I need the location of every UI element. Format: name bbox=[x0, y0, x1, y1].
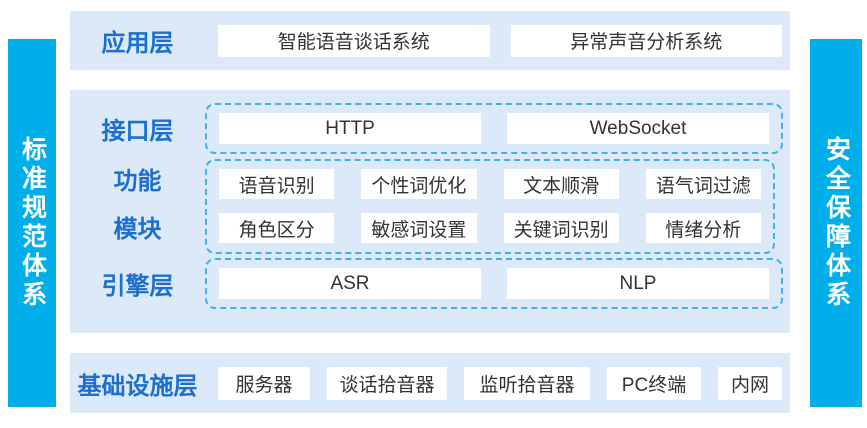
application-system-box: 异常声音分析系统 bbox=[510, 24, 782, 57]
infrastructure-item-box: 内网 bbox=[718, 366, 782, 400]
engine-layer-group: 引擎层 ASR NLP bbox=[70, 258, 790, 309]
function-module-box: 敏感词设置 bbox=[361, 213, 477, 243]
application-layer-items: 智能语音谈话系统 异常声音分析系统 bbox=[205, 24, 782, 57]
infrastructure-layer-panel: 基础设施层 服务器 谈话拾音器 监听拾音器 PC终端 内网 bbox=[70, 353, 790, 413]
infrastructure-item-box: 谈话拾音器 bbox=[327, 366, 447, 400]
interface-layer-dashed-box: HTTP WebSocket bbox=[205, 103, 783, 154]
infrastructure-layer-label: 基础设施层 bbox=[77, 372, 198, 400]
engine-layer-label-col: 引擎层 bbox=[70, 258, 205, 309]
standards-pillar-label: 标准规范体系 bbox=[18, 136, 47, 310]
application-layer-label: 应用层 bbox=[101, 30, 174, 57]
standards-pillar: 标准规范体系 bbox=[8, 39, 56, 407]
engine-item-box: NLP bbox=[507, 268, 769, 299]
security-pillar: 安全保障体系 bbox=[810, 39, 862, 407]
infrastructure-item-box: 监听拾音器 bbox=[464, 366, 590, 400]
interface-layer-group: 接口层 HTTP WebSocket bbox=[70, 103, 790, 154]
function-modules-label-col: 功能 模块 bbox=[70, 159, 205, 254]
interface-layer-label-col: 接口层 bbox=[70, 103, 205, 154]
engine-layer-dashed-box: ASR NLP bbox=[205, 258, 783, 309]
function-modules-dashed-box: 语音识别 个性词优化 文本顺滑 语气词过滤 角色区分 敏感词设置 关键词识别 情… bbox=[205, 159, 775, 254]
function-modules-label-line2: 模块 bbox=[113, 216, 162, 243]
application-system-box: 智能语音谈话系统 bbox=[218, 24, 490, 57]
engine-item-box: ASR bbox=[219, 268, 481, 299]
engine-layer-label: 引擎层 bbox=[101, 273, 174, 300]
interface-item-box: WebSocket bbox=[507, 113, 769, 144]
infrastructure-item-box: 服务器 bbox=[218, 366, 310, 400]
infrastructure-layer-items: 服务器 谈话拾音器 监听拾音器 PC终端 内网 bbox=[205, 366, 782, 400]
function-modules-label-line1: 功能 bbox=[113, 168, 162, 195]
function-module-box: 语气词过滤 bbox=[645, 169, 761, 199]
infrastructure-layer-label-col: 基础设施层 bbox=[70, 366, 205, 401]
interface-layer-label: 接口层 bbox=[101, 118, 174, 145]
function-module-box: 文本顺滑 bbox=[503, 169, 619, 199]
security-pillar-label: 安全保障体系 bbox=[822, 136, 851, 310]
function-module-box: 语音识别 bbox=[219, 169, 335, 199]
function-module-box: 角色区分 bbox=[219, 213, 335, 243]
interface-item-box: HTTP bbox=[219, 113, 481, 144]
function-module-box: 关键词识别 bbox=[503, 213, 619, 243]
function-module-box: 情绪分析 bbox=[645, 213, 761, 243]
function-modules-group: 功能 模块 语音识别 个性词优化 文本顺滑 语气词过滤 角色区分 敏感词设置 关… bbox=[70, 159, 790, 254]
middle-layers-panel: 接口层 HTTP WebSocket 功能 模块 语音识别 个性词优化 文本顺滑… bbox=[70, 90, 790, 333]
infrastructure-item-box: PC终端 bbox=[607, 366, 701, 400]
application-layer-panel: 应用层 智能语音谈话系统 异常声音分析系统 bbox=[70, 11, 790, 70]
application-layer-label-col: 应用层 bbox=[70, 23, 205, 58]
function-module-box: 个性词优化 bbox=[361, 169, 477, 199]
